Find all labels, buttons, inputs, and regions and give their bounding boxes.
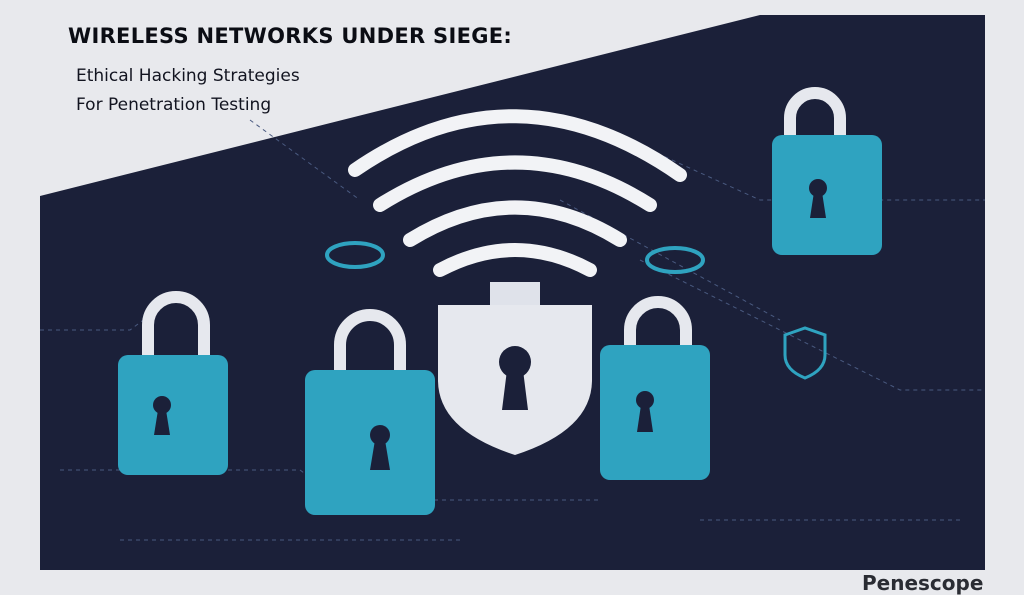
subtitle-line-1: Ethical Hacking Strategies [76, 66, 300, 86]
shield-keyhole-icon [438, 282, 592, 455]
padlock-icon [118, 291, 228, 475]
page-title: WIRELESS NETWORKS UNDER SIEGE: [68, 24, 513, 48]
padlock-icon [305, 309, 435, 515]
small-shield-icon [783, 326, 827, 380]
signal-ring-icons [325, 241, 705, 274]
wifi-signal-icon [348, 109, 687, 277]
padlock-icon [600, 296, 710, 480]
subtitle-line-2: For Penetration Testing [76, 95, 272, 115]
brand-logo-text: Penescope [862, 571, 984, 595]
padlock-icon [772, 87, 882, 255]
